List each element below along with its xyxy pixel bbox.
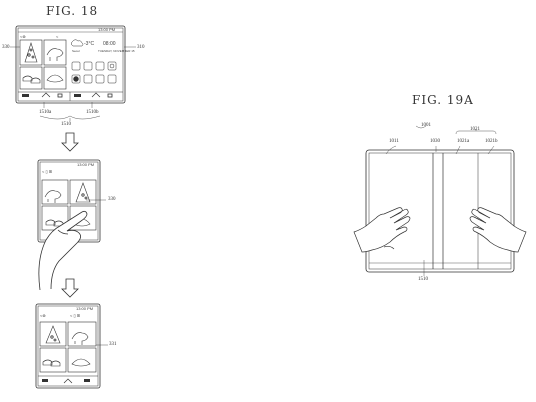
svg-text:<⊗: <⊗ xyxy=(40,313,46,318)
ref-1021b: 1021b xyxy=(485,139,498,144)
svg-text:<: < xyxy=(56,34,59,39)
ref-1510: 1510 xyxy=(61,122,71,127)
ref-330-mid: 330 xyxy=(108,197,116,202)
ref-331: 331 xyxy=(109,342,117,347)
svg-text:< ▯ ⊞: < ▯ ⊞ xyxy=(42,169,52,174)
ref-1021a: 1021a xyxy=(457,139,470,144)
hand-drawing xyxy=(38,210,88,291)
ref-1510-19a: 1510 xyxy=(418,277,428,282)
ref-1510b: 1510b xyxy=(86,110,99,115)
svg-text:<⊗: <⊗ xyxy=(20,34,26,39)
phone-top: 13:00 PM <⊗ < -3°C 08:00 Seoul TUESDAY, … xyxy=(15,25,135,104)
top-temp: -3°C xyxy=(84,41,94,47)
ref-1510a: 1510a xyxy=(39,110,52,115)
fig19a-title: FIG. 19A xyxy=(412,93,474,107)
phone-mid: 13:00 PM < ▯ ⊞ xyxy=(37,159,101,243)
ref-1030: 1030 xyxy=(430,139,440,144)
top-status-time: 13:00 PM xyxy=(98,27,115,32)
bottom-status-time: 13:00 PM xyxy=(76,306,93,311)
mid-status-time: 13:00 PM xyxy=(77,162,94,167)
fig19a-right-hand xyxy=(469,207,527,253)
down-arrow-1 xyxy=(61,132,79,152)
phone-bottom: 13:00 PM <⊗ < ▯ ⊞ xyxy=(35,303,101,389)
fig18-title: FIG. 18 xyxy=(46,4,99,18)
fig19a-device xyxy=(365,149,515,273)
down-arrow-2 xyxy=(61,278,79,298)
fig19a-left-hand xyxy=(353,207,411,253)
ref-1021: 1021 xyxy=(470,127,480,132)
ref-1011: 1011 xyxy=(389,139,399,144)
svg-text:< ▯ ⊞: < ▯ ⊞ xyxy=(70,313,80,318)
ref-330-left: 330 xyxy=(2,45,10,50)
top-city: Seoul xyxy=(72,49,80,53)
ref-310: 310 xyxy=(137,45,145,50)
top-date: TUESDAY, NOVEMBER 15 xyxy=(98,49,135,53)
top-clock: 08:00 xyxy=(103,41,116,47)
ref-1001: 1001 xyxy=(421,123,431,128)
